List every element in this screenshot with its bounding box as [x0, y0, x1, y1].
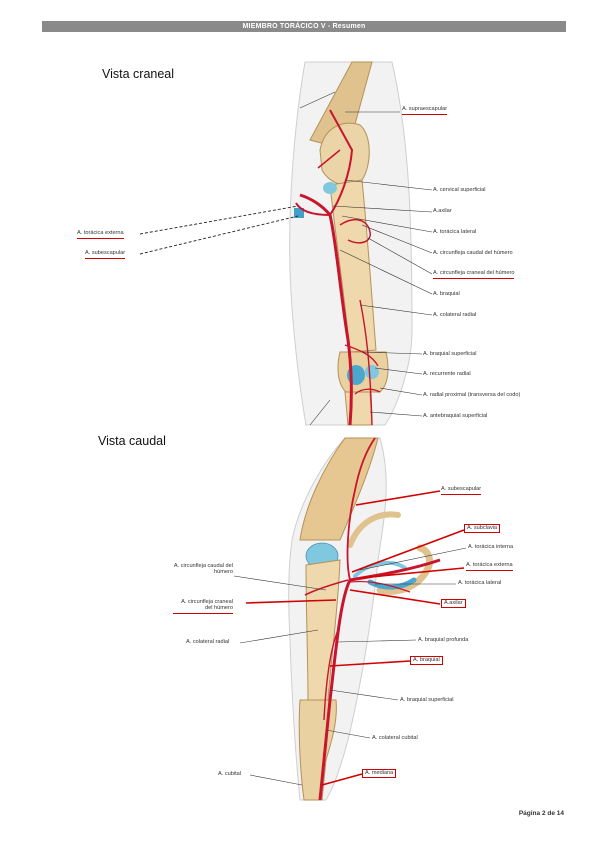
label-mediana: A. mediana — [362, 769, 397, 778]
label-subescapular-cranial: A. subescapular — [85, 250, 126, 259]
label-circunfleja-craneal-caudal: A. circunfleja craneal del húmero — [173, 599, 233, 614]
caudal-view-title: Vista caudal — [98, 434, 166, 448]
label-braquial-profunda: A. braquial profunda — [418, 637, 469, 643]
label-subescapular-caudal: A. subescapular — [441, 486, 482, 495]
label-antebraquial-superficial: A. antebraquial superficial — [423, 413, 488, 419]
label-cubital: A. cubital — [218, 771, 242, 777]
label-circunfleja-craneal-cranial: A. circunfleja craneal del húmero — [433, 270, 515, 279]
label-axilar-cranial: A.axilar — [433, 208, 452, 214]
label-braquial-caudal: A. braquial — [410, 656, 443, 665]
label-braquial-superficial-caudal: A. braquial superficial — [400, 697, 454, 703]
label-toracica-externa-caudal: A. torácica externa — [466, 562, 513, 571]
label-subclavia: A. subclavia — [464, 524, 501, 533]
label-toracica-lateral-cranial: A. torácica lateral — [433, 229, 477, 235]
label-circunfleja-caudal-cranial: A. circunfleja caudal del húmero — [433, 250, 513, 256]
label-braquial-superficial-cranial: A. braquial superficial — [423, 351, 477, 357]
label-supraescapular-cranial: A. supraescapular — [402, 106, 448, 115]
label-colateral-radial-cranial: A. colateral radial — [433, 312, 477, 318]
label-toracica-externa-cranial: A. torácica externa — [77, 230, 124, 239]
label-cervical-superficial: A. cervical superficial — [433, 187, 486, 193]
label-axilar-caudal: A.axilar — [441, 599, 466, 608]
label-toracica-lateral-caudal: A. torácica lateral — [458, 580, 502, 586]
page-header: MIEMBRO TORÁCICO V - Resumen — [42, 21, 566, 32]
label-circunfleja-caudal-caudal: A. circunfleja caudal del húmero — [173, 563, 233, 576]
label-radial-proximal: A. radial proximal (transversa del codo) — [423, 392, 521, 398]
cranial-view-title: Vista craneal — [102, 67, 175, 81]
page-number: Página 2 de 14 — [518, 810, 564, 817]
label-recurrente-radial: A. recurrente radial — [423, 371, 471, 377]
label-braquial-cranial: A. braquial — [433, 291, 460, 297]
label-colateral-cubital: A. colateral cubital — [372, 735, 418, 741]
label-colateral-radial-caudal: A. colateral radial — [186, 639, 230, 645]
label-toracica-interna: A. torácica interna — [468, 544, 514, 550]
